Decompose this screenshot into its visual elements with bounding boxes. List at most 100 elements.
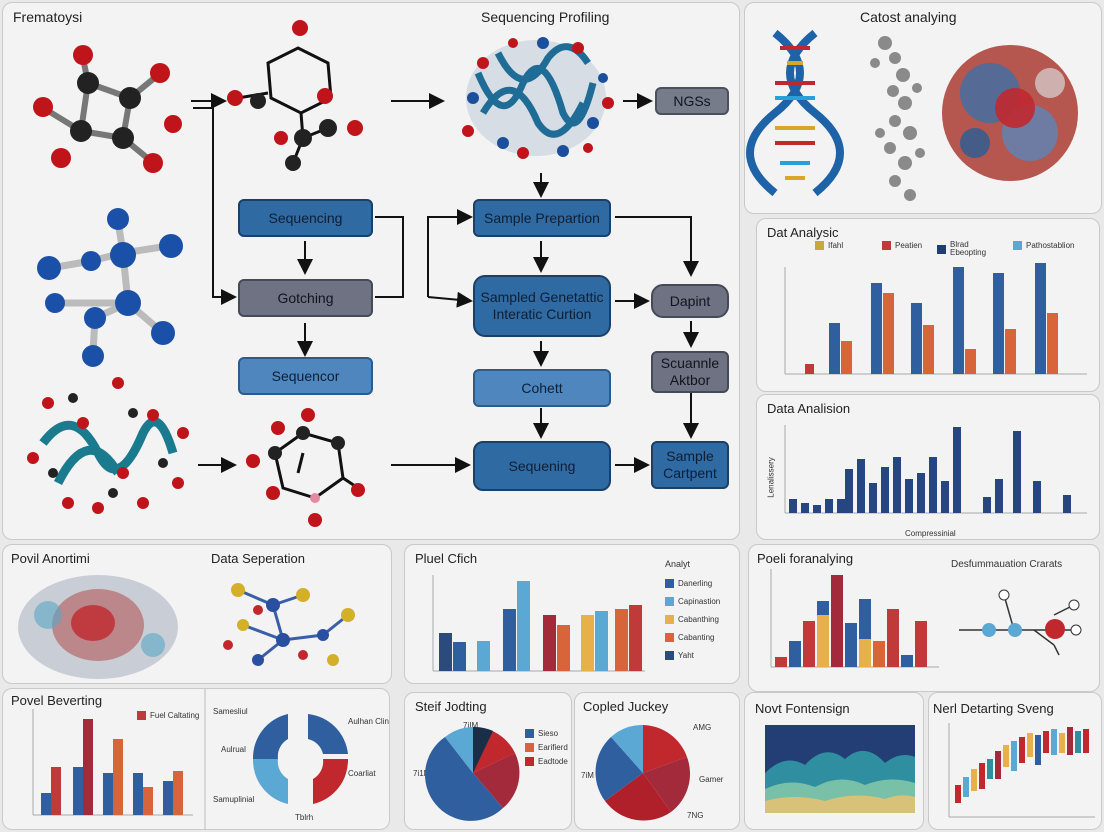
pie2-label-2: 7iM xyxy=(581,771,594,780)
main-flowchart-panel: Frematoysi Sequencing Profiling xyxy=(2,2,740,540)
dna-helix-icon xyxy=(746,29,844,197)
pluel-cfich-title: Pluel Cfich xyxy=(415,551,478,566)
pie2-label-1: AMG xyxy=(693,723,712,732)
heatmap-drawing xyxy=(765,725,915,813)
legend-swatch xyxy=(665,651,674,660)
scuannle-box[interactable]: Scuannle Aktbor xyxy=(651,351,729,393)
chart2-panel: Data Analision Lenalissery Compressinial xyxy=(756,394,1100,540)
steif-jodting-title: Steif Jodting xyxy=(415,699,487,714)
legend-swatch xyxy=(937,244,946,254)
protein-sphere-icon xyxy=(942,45,1078,181)
legend-swatch xyxy=(665,633,674,642)
pluel-legend-2: Capinastion xyxy=(665,597,720,606)
novt-panel: Novt Fontensign xyxy=(744,692,924,830)
pie1-legend-2: Earifierd xyxy=(525,743,568,752)
chart2-bars xyxy=(784,425,1087,514)
legend-swatch xyxy=(1013,241,1022,250)
molecule-ring-bottom xyxy=(273,431,359,500)
chart2-bar-series xyxy=(789,427,1071,513)
chart2-xlabel: Compressinial xyxy=(905,529,956,538)
analyt-legend-title: Analyt xyxy=(665,559,691,569)
chart1-bars xyxy=(784,263,1087,375)
pie1-label-1: 7iIM xyxy=(463,721,479,730)
legend-swatch xyxy=(137,711,146,720)
povel-drawing xyxy=(18,575,355,679)
protein-blob-top xyxy=(462,37,614,159)
poeli-drawing xyxy=(770,569,1082,668)
dapint-box[interactable]: Dapint xyxy=(651,284,729,318)
donut-label-6: Tblrh xyxy=(295,813,314,822)
chart1-bar-pairs xyxy=(805,263,1058,374)
pluel-legend-5: Yaht xyxy=(665,651,694,660)
donut-label-5: Coarliat xyxy=(348,769,376,778)
sequencing-box-left[interactable]: Sequencing xyxy=(238,199,373,237)
catost-panel: Catost analying xyxy=(744,2,1102,214)
flowchart-drawing xyxy=(27,20,699,527)
data-seperation-title: Data Seperation xyxy=(211,551,305,566)
povel-legend: Fuel Caltating xyxy=(137,711,199,720)
sequencor-box[interactable]: Sequencor xyxy=(238,357,373,395)
nerl-drawing xyxy=(948,723,1095,818)
pie2-drawing xyxy=(595,724,691,821)
povel-beverting-title: Povel Beverting xyxy=(11,693,103,708)
legend-swatch xyxy=(665,579,674,588)
pie1-drawing xyxy=(425,726,520,821)
chart1-legend-1: Ifahl xyxy=(815,241,843,250)
legend-swatch xyxy=(525,729,534,738)
nerl-title: Nerl Detarting Sveng xyxy=(933,701,1054,716)
deformation-title: Desfummauation Crarats xyxy=(951,559,1063,570)
sample-preparation-box[interactable]: Sample Prepartion xyxy=(473,199,611,237)
pluel-cfich-panel: Pluel Cfich Analyt Danerling Capinastion… xyxy=(404,544,740,684)
poeli-panel: Poeli foranalying Desfummauation Crarats xyxy=(748,544,1100,692)
chart1-legend-3: Blrad Ebeopting xyxy=(937,241,1000,257)
scatter-bars xyxy=(955,727,1089,803)
povel-drawing xyxy=(32,689,349,829)
peptide-chain-icon xyxy=(870,36,925,201)
sample-cartpent-box[interactable]: Sample Cartpent xyxy=(651,441,729,489)
catost-title: Catost analying xyxy=(860,9,957,25)
chart1-legend-4: Pathostablion xyxy=(1013,241,1074,250)
sequencing-box-bottom[interactable]: Sequening xyxy=(473,441,611,491)
nerl-panel: Nerl Detarting Sveng xyxy=(928,692,1102,830)
sampled-genetic-box[interactable]: Sampled Genetattic Interatic Curtion xyxy=(473,275,611,337)
donut-label-1: Samesliul xyxy=(213,707,248,716)
donut-label-4: Aulhan Clind xyxy=(348,717,390,726)
legend-swatch xyxy=(525,743,534,752)
chart2-title: Data Analision xyxy=(767,401,851,416)
molecule-blue xyxy=(50,220,169,354)
chart1-panel: Dat Analysic Ifahl Peatien Blrad Ebeopti… xyxy=(756,218,1100,392)
cohett-box[interactable]: Cohett xyxy=(473,369,611,407)
legend-swatch xyxy=(882,241,891,250)
pie2-label-4: 7NG xyxy=(687,811,704,820)
pluel-legend-3: Cabanthing xyxy=(665,615,719,624)
povel-anortimi-panel: Povil Anortimi Data Seperation xyxy=(2,544,392,684)
molecule-top-left xyxy=(43,57,160,164)
protein-bottom-left xyxy=(27,377,189,514)
chart1-legend-2: Peatien xyxy=(882,241,922,250)
legend-swatch xyxy=(665,597,674,606)
pluel-legend-4: Cabanting xyxy=(665,633,714,642)
pie1-label-2: 7i1M xyxy=(413,769,431,778)
novt-title: Novt Fontensign xyxy=(755,701,850,716)
legend-swatch xyxy=(815,241,824,250)
donut-label-3: Samuplinial xyxy=(213,795,255,804)
structures-drawing xyxy=(746,29,1078,201)
legend-swatch xyxy=(525,757,534,766)
gotching-box[interactable]: Gotching xyxy=(238,279,373,317)
copled-juckey-panel: Copled Juckey AMG 7iM Gamer 7NG xyxy=(574,692,740,830)
pie1-legend-3: Eadtode xyxy=(525,757,568,766)
donut-label-2: Aulrual xyxy=(221,745,246,754)
pie1-legend-1: Sieso xyxy=(525,729,558,738)
poeli-title: Poeli foranalying xyxy=(757,551,854,566)
steif-jodting-panel: Steif Jodting 7iIM 7i1M 5211 Sieso Earif… xyxy=(404,692,572,830)
pie2-label-3: Gamer xyxy=(699,775,724,784)
center-title: Sequencing Profiling xyxy=(481,9,610,25)
legend-swatch xyxy=(665,615,674,624)
chart1-title: Dat Analysic xyxy=(767,225,839,240)
pluel-legend-1: Danerling xyxy=(665,579,712,588)
povel-anortimi-title: Povil Anortimi xyxy=(11,551,90,566)
ngs-box[interactable]: NGSs xyxy=(655,87,729,115)
pluel-bars xyxy=(432,575,645,672)
copled-juckey-title: Copled Juckey xyxy=(583,699,669,714)
povel-beverting-panel: Povel Beverting Fuel Caltating Samesliul… xyxy=(2,688,390,830)
